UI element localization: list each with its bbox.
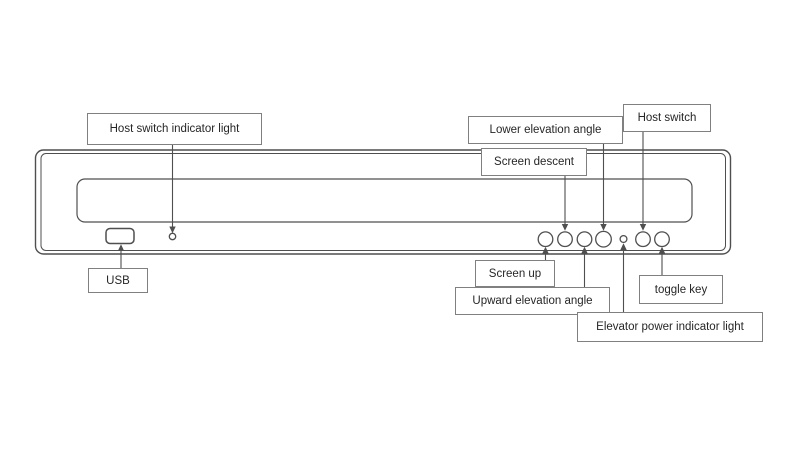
screen-descent-button <box>557 231 573 248</box>
arrowhead-upward-elevation <box>581 246 588 254</box>
device-body-outline <box>34 149 732 255</box>
arrowhead-host-indicator <box>169 226 176 234</box>
label-host-switch-indicator-light: Host switch indicator light <box>87 113 262 145</box>
label-toggle-key: toggle key <box>639 275 723 304</box>
arrowhead-toggle-key <box>658 246 666 254</box>
arrowhead-elevator-power <box>620 243 627 250</box>
toggle-key-button <box>654 231 670 248</box>
arrowhead-host-switch <box>639 224 647 231</box>
label-elevator-power-indicator-light: Elevator power indicator light <box>577 312 763 342</box>
label-lower-elevation-angle: Lower elevation angle <box>468 116 623 144</box>
label-host-switch: Host switch <box>623 104 711 132</box>
label-screen-up: Screen up <box>475 260 555 287</box>
screen-up-button <box>537 231 554 248</box>
arrowhead-screen-up <box>542 246 549 254</box>
arrowhead-screen-descent <box>561 224 569 231</box>
label-upward-elevation-angle: Upward elevation angle <box>455 287 610 315</box>
label-screen-descent: Screen descent <box>481 148 587 176</box>
arrowhead-usb <box>117 244 125 251</box>
arrowhead-lower-elevation <box>600 224 607 231</box>
device-body-inner-outline <box>40 153 726 251</box>
lower-elevation-button <box>595 230 612 248</box>
elevator-power-indicator-light <box>619 234 628 244</box>
label-usb: USB <box>88 268 148 293</box>
host-switch-button <box>635 231 651 248</box>
host-switch-indicator-light <box>168 232 177 241</box>
usb-port <box>105 227 135 245</box>
upward-elevation-button <box>576 231 593 248</box>
screen-slot <box>76 178 693 223</box>
